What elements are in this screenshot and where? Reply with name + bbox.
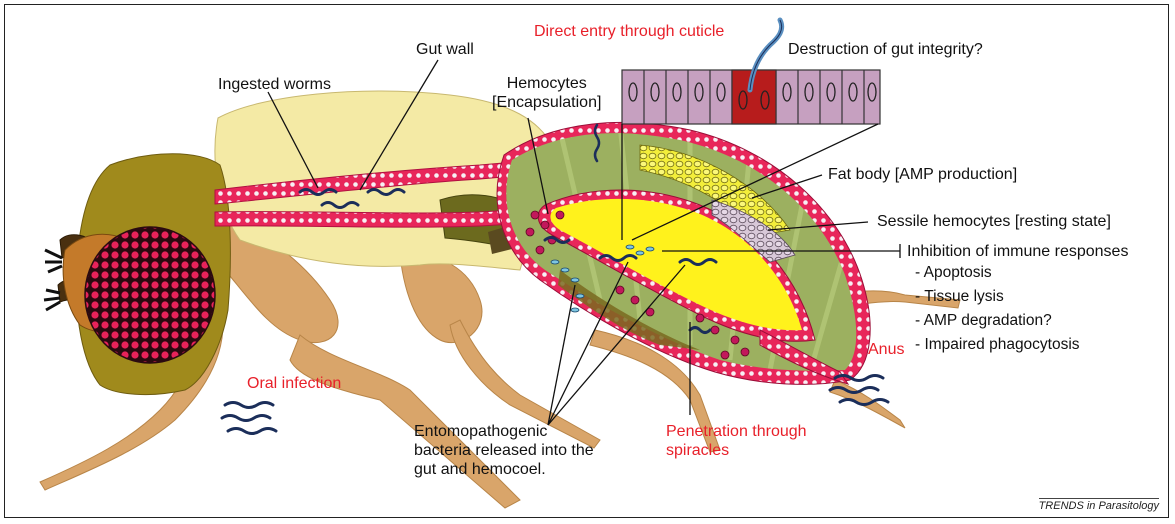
inhibition-item: - Apoptosis	[907, 261, 1128, 285]
label-penetration: Penetration through spiracles	[666, 422, 807, 460]
label-destruction: Destruction of gut integrity?	[788, 40, 983, 59]
label-hemocytes: Hemocytes [Encapsulation]	[492, 74, 601, 112]
inhibition-item: - AMP degradation?	[907, 309, 1128, 333]
label-entomopathogenic: Entomopathogenic bacteria released into …	[414, 422, 594, 479]
abdomen	[497, 122, 870, 384]
label-penetration-line1: Penetration through	[666, 422, 807, 441]
inhibition-list: - Apoptosis - Tissue lysis - AMP degrada…	[907, 261, 1128, 357]
inhibition-item: - Impaired phagocytosis	[907, 333, 1128, 357]
label-hemocytes-line2: [Encapsulation]	[492, 93, 601, 112]
label-inhibition-title: Inhibition of immune responses	[907, 242, 1128, 261]
label-fat-body: Fat body [AMP production]	[828, 165, 1017, 184]
label-oral-infection: Oral infection	[247, 374, 341, 393]
label-sessile-hemocytes: Sessile hemocytes [resting state]	[877, 212, 1111, 231]
inhibition-item: - Tissue lysis	[907, 285, 1128, 309]
label-inhibition: Inhibition of immune responses - Apoptos…	[907, 242, 1128, 357]
label-anus: Anus	[868, 340, 904, 359]
label-gut-wall: Gut wall	[416, 40, 474, 59]
label-entomo-line3: gut and hemocoel.	[414, 460, 594, 479]
footer-credit: TRENDS in Parasitology	[1039, 498, 1159, 512]
label-penetration-line2: spiracles	[666, 441, 807, 460]
label-hemocytes-line1: Hemocytes	[492, 74, 601, 93]
label-direct-entry: Direct entry through cuticle	[534, 22, 724, 41]
label-entomo-line1: Entomopathogenic	[414, 422, 594, 441]
label-ingested-worms: Ingested worms	[218, 75, 331, 94]
label-entomo-line2: bacteria released into the	[414, 441, 594, 460]
